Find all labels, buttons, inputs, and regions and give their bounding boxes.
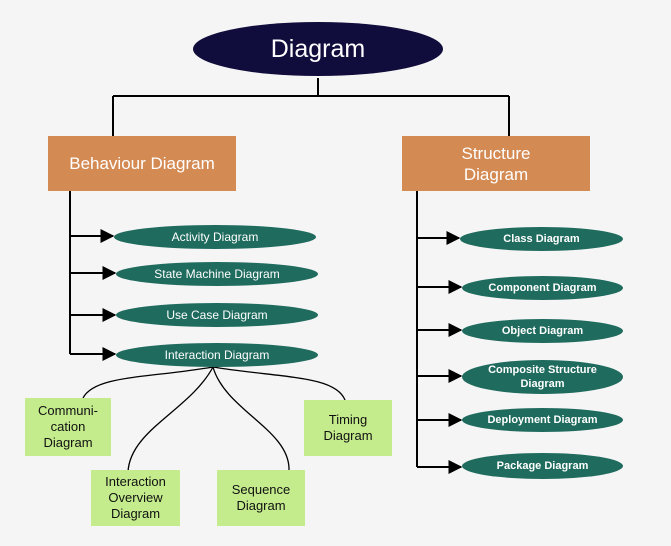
component-diagram-node: Component Diagram [462, 276, 623, 300]
activity-diagram-node: Activity Diagram [114, 225, 316, 249]
root-node: Diagram [193, 22, 443, 76]
interaction-curve [82, 366, 214, 399]
class-diagram-node: Class Diagram [460, 227, 623, 251]
composite-structure-diagram-node: Composite Structure Diagram [462, 360, 623, 394]
interaction-curve [127, 366, 214, 473]
interaction-diagram-node: Interaction Diagram [116, 343, 318, 367]
behaviour-diagram-node: Behaviour Diagram [48, 136, 236, 191]
root-connector [112, 78, 510, 136]
interaction-curve [212, 366, 346, 401]
interaction-curve [212, 366, 290, 471]
object-diagram-node: Object Diagram [462, 319, 623, 343]
use-case-diagram-node: Use Case Diagram [116, 303, 318, 327]
structure-diagram-node: Structure Diagram [402, 136, 590, 191]
sequence-diagram-node: Sequence Diagram [217, 470, 305, 526]
timing-diagram-node: Timing Diagram [304, 400, 392, 456]
interaction-overview-diagram-node: Interaction Overview Diagram [91, 470, 180, 526]
package-diagram-node: Package Diagram [462, 453, 623, 479]
state-machine-diagram-node: State Machine Diagram [116, 262, 318, 286]
communication-diagram-node: Communi-cation Diagram [25, 398, 111, 456]
deployment-diagram-node: Deployment Diagram [462, 408, 623, 432]
